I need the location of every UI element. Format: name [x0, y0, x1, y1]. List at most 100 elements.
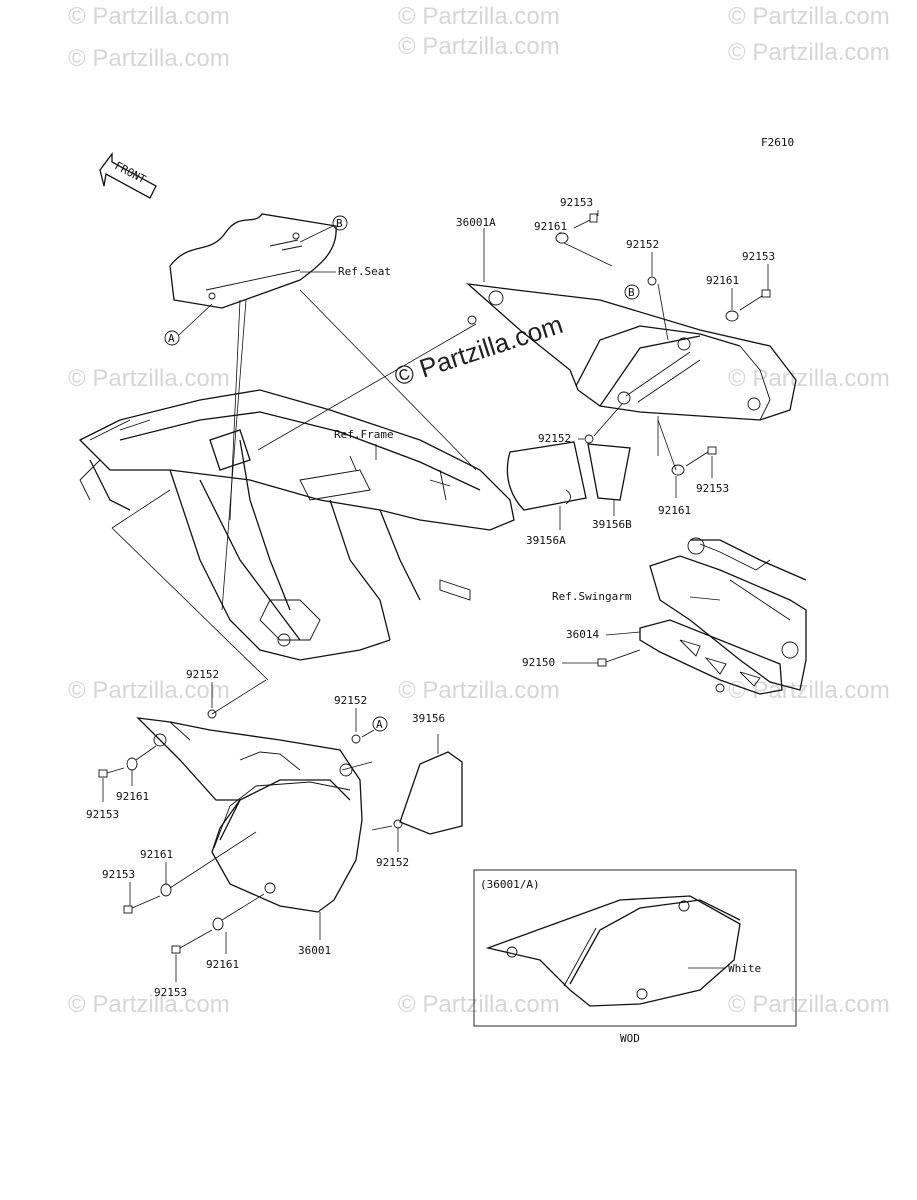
part-label-92153: 92153: [696, 482, 729, 495]
part-label-39156: 39156: [412, 712, 445, 725]
leader-line: [221, 893, 265, 921]
bolt-shank: [179, 929, 213, 949]
leader-line: [657, 283, 669, 341]
part-label-39156B: 39156B: [592, 518, 632, 531]
leader-line: [135, 745, 157, 761]
part-label-36001A: 36001A: [456, 216, 496, 229]
chain-guard-36014-part: [639, 619, 783, 695]
grommet-icon: [584, 434, 594, 444]
watermark: © Partzilla.com: [398, 991, 560, 1018]
part-label-92161: 92161: [140, 848, 173, 861]
leader-line: [341, 761, 373, 771]
collar-icon: [126, 757, 138, 771]
watermark: © Partzilla.com: [398, 3, 560, 30]
watermark: © Partzilla.com: [398, 677, 560, 704]
bolt-shank: [106, 767, 125, 774]
part-label-92153: 92153: [560, 196, 593, 209]
bolt-icon: [98, 769, 108, 778]
bolt-icon: [761, 289, 771, 298]
ref-swingarm-label: Ref.Swingarm: [552, 590, 632, 603]
leader-line: [689, 596, 721, 601]
part-label-92152: 92152: [334, 694, 367, 707]
part-label-36001: 36001: [298, 944, 331, 957]
bolt-icon: [589, 213, 598, 223]
pad-39156B-part: [587, 443, 631, 501]
diagram-code: F2610: [761, 136, 794, 149]
bolt-icon: [597, 658, 607, 667]
grommet-icon: [467, 315, 477, 325]
inset-footer: WOD: [620, 1032, 640, 1045]
watermarks: © Partzilla.com © Partzilla.com © Partzi…: [68, 3, 890, 1018]
part-label-92153: 92153: [154, 986, 187, 999]
side-cover-36001A-part: [465, 283, 797, 421]
ref-seat-label: Ref.Seat: [338, 265, 391, 278]
grommet-icon: [351, 734, 361, 744]
grommet-icon: [393, 819, 403, 829]
watermark: © Partzilla.com: [68, 991, 230, 1018]
watermark: © Partzilla.com: [728, 677, 890, 704]
part-label-36014: 36014: [566, 628, 599, 641]
ref-frame-label: Ref.Frame: [334, 428, 394, 441]
part-label-92152: 92152: [538, 432, 571, 445]
inset-box: (36001/A) White WOD: [473, 869, 797, 1045]
callout-b: B: [628, 286, 635, 299]
perspective-lines: [111, 289, 477, 715]
callout-a-cover: A: [372, 716, 388, 732]
watermark-center: © Partzilla.com: [391, 309, 567, 392]
frame-reference-part: [78, 389, 515, 661]
part-label-39156A: 39156A: [526, 534, 566, 547]
part-label-92161: 92161: [206, 958, 239, 971]
leader-line: [605, 631, 641, 636]
bolt-icon: [123, 905, 133, 914]
part-label-92153: 92153: [102, 868, 135, 881]
leader-line: [361, 729, 375, 738]
part-label-92161: 92161: [534, 220, 567, 233]
collar-icon: [725, 310, 739, 322]
leader-line: [371, 825, 393, 831]
part-label-92153: 92153: [742, 250, 775, 263]
bolt-shank: [605, 649, 641, 663]
swingarm-reference-part: [649, 537, 807, 691]
bolt-shank: [739, 295, 763, 311]
part-label-92150: 92150: [522, 656, 555, 669]
bolt-shank: [131, 895, 161, 909]
inset-color-label: White: [728, 962, 761, 975]
collar-icon: [160, 883, 172, 897]
grommet-icon: [647, 276, 657, 286]
pad-39156-part: [399, 751, 463, 835]
bolt-shank: [685, 451, 709, 467]
callout-b-seat: B: [299, 215, 348, 243]
watermark: © Partzilla.com: [728, 991, 890, 1018]
watermark: © Partzilla.com: [68, 45, 230, 72]
callout-a-seat: A: [164, 303, 213, 346]
part-label-92152: 92152: [186, 668, 219, 681]
inset-title: (36001/A): [480, 878, 540, 891]
watermark: © Partzilla.com: [398, 33, 560, 60]
leader-line: [169, 831, 257, 889]
watermark: © Partzilla.com: [728, 365, 890, 392]
part-label-92153: 92153: [86, 808, 119, 821]
bolt-shank: [573, 219, 591, 229]
watermark: © Partzilla.com: [68, 3, 230, 30]
callout-b: B: [336, 217, 343, 230]
collar-icon: [212, 917, 224, 931]
watermark: © Partzilla.com: [728, 39, 890, 66]
seat-reference-part: [169, 213, 337, 309]
callout-a: A: [168, 332, 175, 345]
bolt-icon: [171, 945, 181, 954]
leader-line: [563, 242, 613, 267]
collar-icon: [555, 232, 569, 244]
part-label-92161: 92161: [706, 274, 739, 287]
leader-line: [593, 403, 623, 437]
watermark: © Partzilla.com: [68, 677, 230, 704]
callout-b-cover: B: [624, 284, 640, 300]
leader-line: [657, 419, 677, 471]
front-arrow-icon: FRONT: [99, 152, 157, 199]
bolt-icon: [707, 446, 717, 455]
part-label-92161: 92161: [116, 790, 149, 803]
part-label-92161: 92161: [658, 504, 691, 517]
watermark: © Partzilla.com: [68, 365, 230, 392]
grommet-icon: [207, 709, 217, 719]
